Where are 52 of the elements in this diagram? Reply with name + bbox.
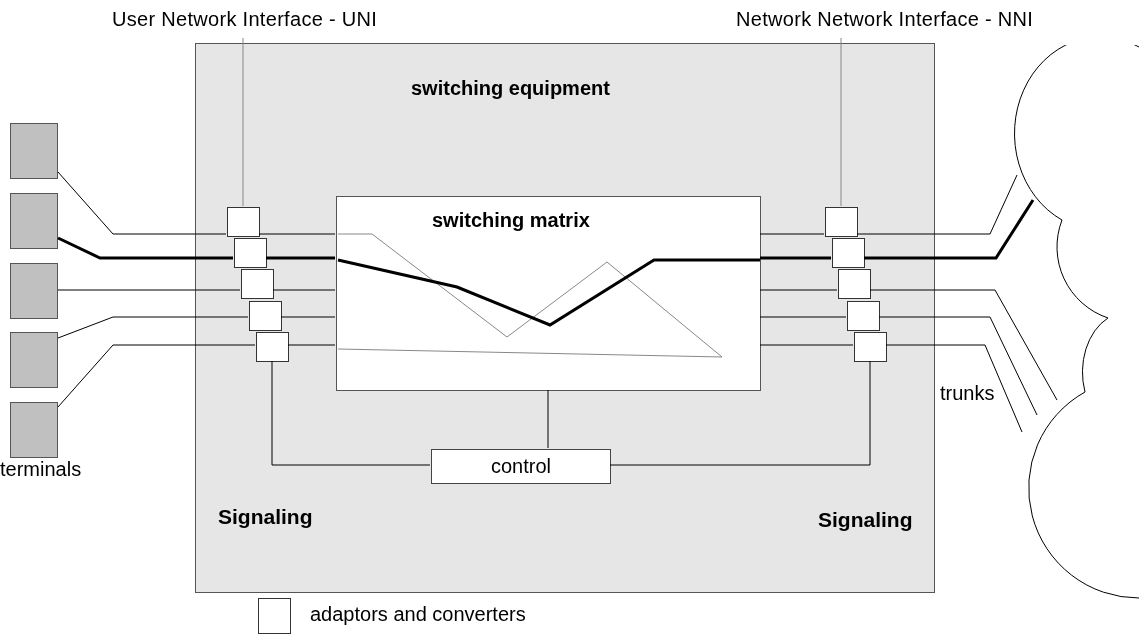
adaptor-box [847, 301, 880, 331]
connection-line [57, 171, 227, 235]
leader-line [242, 37, 244, 207]
connection-line [759, 289, 838, 291]
terminal-box [10, 193, 58, 249]
connection-line [57, 236, 233, 260]
connection-line [272, 289, 336, 291]
connection-line [856, 174, 1018, 235]
adaptor-box [832, 238, 865, 268]
adaptor-box [854, 332, 887, 362]
box-title: switching equipment [411, 77, 610, 100]
connection-line [258, 233, 336, 235]
connection-line [57, 316, 249, 339]
connection-line [878, 316, 1038, 416]
connection-line [547, 389, 549, 449]
adaptor-box [249, 301, 282, 331]
connection-line [57, 289, 241, 291]
adaptor-box [838, 269, 871, 299]
connection-line [759, 344, 854, 346]
legend-text: adaptors and converters [310, 603, 526, 626]
control-box: control [431, 449, 611, 484]
equipment-box [195, 43, 935, 593]
connection-line [287, 344, 336, 346]
adaptor-box [227, 207, 260, 237]
terminal-box [10, 123, 58, 179]
connection-line [609, 360, 871, 466]
adaptor-box [256, 332, 289, 362]
connection-line [759, 233, 825, 235]
connection-line [271, 360, 431, 466]
adaptor-box [825, 207, 858, 237]
adaptor-box [234, 238, 267, 268]
terminal-box [10, 402, 58, 458]
connection-line [280, 316, 336, 318]
connection-line [885, 344, 1023, 433]
connection-line [864, 199, 1035, 260]
connection-line [759, 316, 847, 318]
terminal-box [10, 332, 58, 388]
connection-line [760, 256, 831, 260]
leader-line [840, 37, 842, 207]
connection-line [869, 289, 1058, 401]
caption-label: trunks [940, 382, 995, 405]
terminal-box [10, 263, 58, 319]
connection-line [57, 344, 256, 408]
interface-label: User Network Interface - UNI [112, 8, 412, 38]
caption-label: terminals [0, 458, 82, 481]
interface-label: Network Network Interface - NNI [736, 8, 1066, 38]
signaling-label: Signaling [218, 505, 313, 529]
matrix-box [336, 196, 761, 391]
box-title: switching matrix [432, 209, 590, 232]
signaling-label: Signaling [818, 508, 913, 532]
adaptor-box [241, 269, 274, 299]
connection-line [266, 256, 335, 260]
